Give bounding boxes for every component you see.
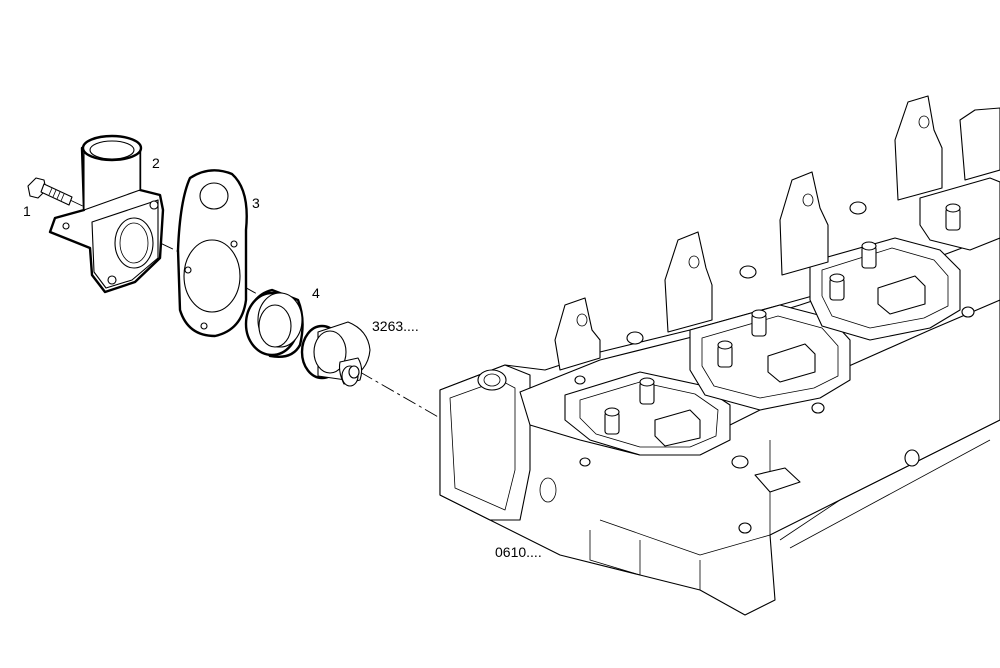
water-outlet-housing [48,134,165,294]
cylinder-pocket-4 [919,177,1000,251]
callout-housing: 2 [152,155,160,171]
ring-seal [244,288,304,359]
callout-gasket: 3 [252,195,260,211]
cylinder-head [439,95,1000,616]
cylinder-pocket-2 [689,304,851,411]
head-bolt-holes [574,201,975,534]
rocker-towers [554,95,1000,371]
cylinder-pocket-1 [564,371,731,456]
callout-bolt: 1 [23,203,31,219]
cylinder-pocket-3 [809,237,961,341]
gasket [176,169,248,338]
bolt [27,177,73,206]
thermostat [300,321,371,387]
callout-cylinder-head-ref: 0610.... [495,544,542,560]
callout-ring: 4 [312,285,320,301]
callout-thermostat-ref: 3263.... [372,318,419,334]
